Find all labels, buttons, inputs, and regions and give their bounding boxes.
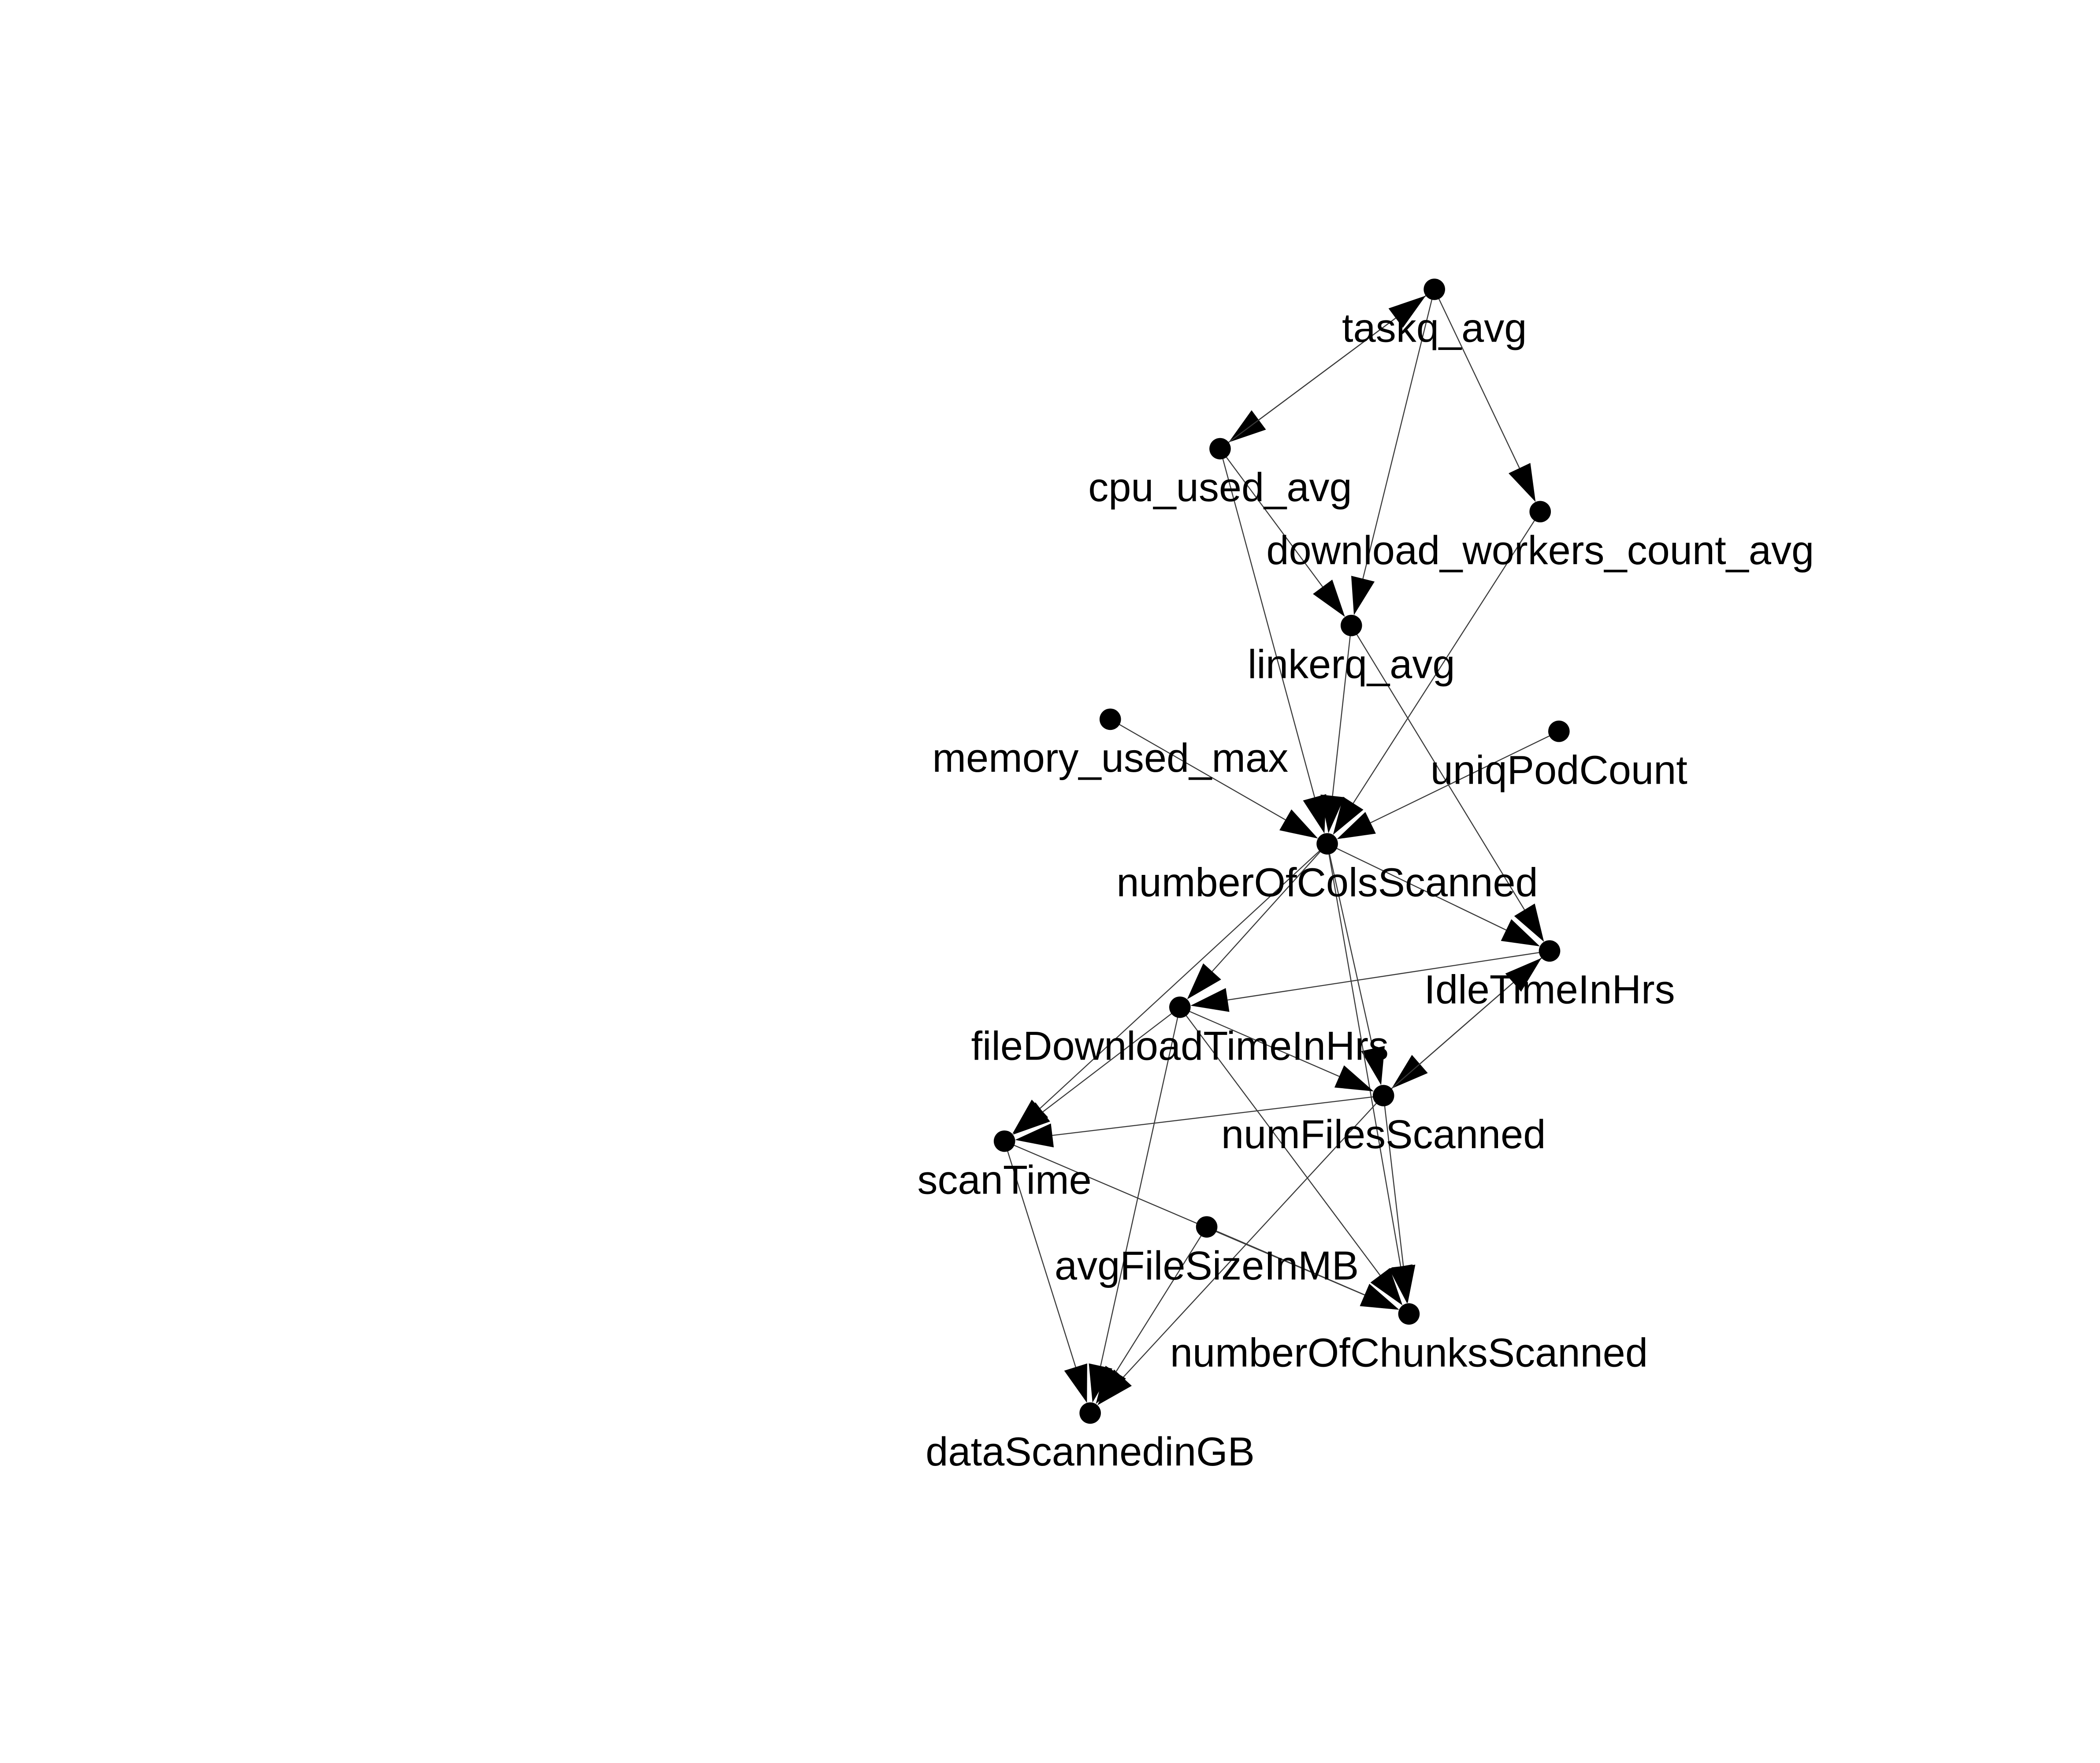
arrowhead-cpu_used_avg-to-taskq_avg <box>1388 295 1426 328</box>
arrowhead-taskq_avg-to-cpu_used_avg <box>1228 410 1266 443</box>
node-scanTime <box>993 1130 1015 1152</box>
edge-fileDownloadTimeInHrs-to-dataScannedinGB <box>1100 1007 1181 1366</box>
edge-IdleTimeInHrs-to-fileDownloadTimeInHrs <box>1227 950 1550 1001</box>
node-label-dataScannedinGB: dataScannedinGB <box>925 1429 1255 1474</box>
edge-linkerq_avg-to-IdleTimeInHrs <box>1351 625 1525 910</box>
arrowhead-numberOfColsScanned-to-fileDownloadTimeInHrs <box>1187 963 1221 1000</box>
arrowhead-cpu_used_avg-to-linkerq_avg <box>1313 580 1345 617</box>
node-label-cpu_used_avg: cpu_used_avg <box>1088 465 1352 510</box>
arrowhead-fileDownloadTimeInHrs-to-numberOfChunksScanned <box>1370 1268 1403 1306</box>
node-label-IdleTimeInHrs: IdleTimeInHrs <box>1424 967 1675 1012</box>
edge-numFilesScanned-to-numberOfChunksScanned <box>1383 1095 1404 1266</box>
arrowhead-avgFileSizeInMB-to-numberOfChunksScanned <box>1360 1283 1399 1310</box>
edge-numFilesScanned-to-IdleTimeInHrs <box>1383 982 1514 1096</box>
edge-fileDownloadTimeInHrs-to-numberOfChunksScanned <box>1179 1007 1381 1276</box>
arrowhead-cpu_used_avg-to-numberOfColsScanned <box>1303 794 1327 834</box>
edge-download_workers_count_avg-to-numberOfColsScanned <box>1353 511 1541 804</box>
edge-avgFileSizeInMB-to-numberOfChunksScanned <box>1206 1226 1365 1296</box>
arrowhead-fileDownloadTimeInHrs-to-numFilesScanned <box>1334 1065 1374 1092</box>
node-label-numFilesScanned: numFilesScanned <box>1221 1112 1546 1157</box>
edge-numberOfColsScanned-to-IdleTimeInHrs <box>1327 843 1506 931</box>
edge-fileDownloadTimeInHrs-to-scanTime <box>1042 1007 1181 1112</box>
node-download_workers_count_avg <box>1529 501 1551 523</box>
arrowhead-memory_used_max-to-numberOfColsScanned <box>1279 809 1318 839</box>
node-numFilesScanned <box>1372 1085 1394 1107</box>
edge-avgFileSizeInMB-to-dataScannedinGB <box>1115 1226 1208 1372</box>
node-label-scanTime: scanTime <box>917 1157 1091 1202</box>
arrowhead-linkerq_avg-to-IdleTimeInHrs <box>1514 903 1544 942</box>
edge-numberOfColsScanned-to-numFilesScanned <box>1327 844 1374 1049</box>
edge-cpu_used_avg-to-numberOfColsScanned <box>1219 448 1316 798</box>
arrowhead-uniqPodCount-to-numberOfColsScanned <box>1337 812 1376 839</box>
node-label-taskq_avg: taskq_avg <box>1342 306 1527 351</box>
node-label-numberOfColsScanned: numberOfColsScanned <box>1116 860 1538 905</box>
edge-cpu_used_avg-to-taskq_avg <box>1219 317 1396 449</box>
arrowhead-fileDownloadTimeInHrs-to-scanTime <box>1013 1102 1050 1135</box>
graph-nodes <box>993 279 1570 1424</box>
edge-memory_used_max-to-numberOfColsScanned <box>1110 718 1286 821</box>
edge-numberOfColsScanned-to-fileDownloadTimeInHrs <box>1212 843 1328 972</box>
node-taskq_avg <box>1424 279 1445 300</box>
node-IdleTimeInHrs <box>1539 940 1561 962</box>
arrowhead-numFilesScanned-to-numberOfChunksScanned <box>1391 1265 1416 1304</box>
edge-numFilesScanned-to-dataScannedinGB <box>1122 1095 1384 1378</box>
edge-uniqPodCount-to-numberOfColsScanned <box>1370 731 1559 823</box>
node-avgFileSizeInMB <box>1196 1216 1218 1238</box>
edge-numberOfColsScanned-to-scanTime <box>1039 843 1328 1109</box>
arrowhead-taskq_avg-to-download_workers_count_avg <box>1509 463 1536 502</box>
arrowhead-numFilesScanned-to-IdleTimeInHrs <box>1505 958 1542 992</box>
node-linkerq_avg <box>1340 614 1362 636</box>
edge-taskq_avg-to-linkerq_avg <box>1362 289 1435 579</box>
node-cpu_used_avg <box>1209 438 1231 460</box>
node-label-numberOfChunksScanned: numberOfChunksScanned <box>1170 1330 1648 1375</box>
node-dataScannedinGB <box>1079 1402 1101 1424</box>
arrowhead-download_workers_count_avg-to-numberOfColsScanned <box>1333 796 1364 835</box>
edge-taskq_avg-to-download_workers_count_avg <box>1434 289 1520 469</box>
edge-numberOfColsScanned-to-numberOfChunksScanned <box>1327 844 1401 1267</box>
node-label-download_workers_count_avg: download_workers_count_avg <box>1266 528 1814 573</box>
edge-cpu_used_avg-to-linkerq_avg <box>1219 448 1323 588</box>
node-numberOfChunksScanned <box>1398 1303 1420 1325</box>
edge-linkerq_avg-to-numberOfColsScanned <box>1332 625 1352 796</box>
node-memory_used_max <box>1099 708 1121 730</box>
node-label-memory_used_max: memory_used_max <box>932 736 1288 781</box>
arrowhead-taskq_avg-to-linkerq_avg <box>1351 576 1375 615</box>
edge-fileDownloadTimeInHrs-to-numFilesScanned <box>1179 1007 1340 1077</box>
edge-scanTime-to-dataScannedinGB <box>1004 1141 1076 1368</box>
graph-labels: taskq_avg cpu_used_avg download_workers_co… <box>917 306 1814 1475</box>
node-label-uniqPodCount: uniqPodCount <box>1431 748 1687 792</box>
arrowhead-numberOfColsScanned-to-numFilesScanned <box>1361 1046 1385 1086</box>
node-label-fileDownloadTimeInHrs: fileDownloadTimeInHrs <box>971 1023 1389 1068</box>
arrowhead-scanTime-to-dataScannedinGB <box>1064 1363 1087 1403</box>
arrowhead-numberOfColsScanned-to-IdleTimeInHrs <box>1501 919 1540 947</box>
arrowhead-IdleTimeInHrs-to-fileDownloadTimeInHrs <box>1190 988 1230 1012</box>
arrowhead-numFilesScanned-to-scanTime <box>1015 1123 1054 1148</box>
graph-edges <box>1004 289 1559 1406</box>
edge-numFilesScanned-to-scanTime <box>1052 1095 1384 1136</box>
node-numberOfColsScanned <box>1316 833 1338 855</box>
node-label-avgFileSizeInMB: avgFileSizeInMB <box>1055 1243 1359 1288</box>
node-label-linkerq_avg: linkerq_avg <box>1248 642 1455 687</box>
node-fileDownloadTimeInHrs <box>1169 996 1191 1018</box>
arrowhead-linkerq_avg-to-numberOfColsScanned <box>1320 794 1345 833</box>
arrowhead-avgFileSizeInMB-to-dataScannedinGB <box>1096 1365 1126 1404</box>
node-uniqPodCount <box>1548 720 1570 742</box>
